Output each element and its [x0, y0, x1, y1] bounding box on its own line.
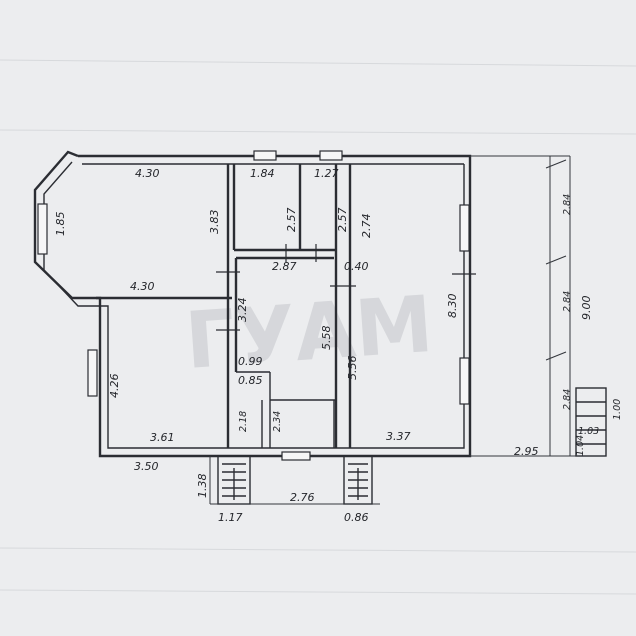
dim-bay: 1.85: [54, 212, 67, 237]
dim-closet2-top: 1.27: [314, 167, 339, 180]
door-marks: [216, 244, 476, 331]
dim-porch-w2: 0.86: [344, 511, 369, 524]
dim-room1-top: 4.30: [135, 167, 160, 180]
dim-room1-bottom: 4.30: [130, 280, 155, 293]
dim-hall-height: 5.58: [320, 326, 333, 351]
dim-ext-right: 2.95: [514, 445, 539, 458]
dim-stair-small: 1.04: [575, 435, 586, 456]
dim-side1: 2.84: [562, 194, 573, 215]
dim-side3: 2.84: [562, 389, 573, 410]
dim-small-top: 0.99: [238, 355, 263, 368]
dim-room2-bottom: 3.61: [150, 431, 175, 444]
dim-porch-depth: 1.38: [196, 474, 209, 499]
dim-big-room-side-top: 2.74: [360, 214, 373, 239]
dim-small-h2: 2.34: [272, 411, 283, 432]
windows: [37, 150, 470, 461]
dim-big-room-bottom: 3.37: [386, 430, 411, 443]
paper-lines: [0, 59, 636, 595]
porch-left: [217, 455, 251, 505]
dim-small-h1: 2.18: [238, 411, 249, 432]
dim-porch-w1: 1.17: [218, 511, 243, 524]
exterior-dims: [470, 155, 607, 457]
dim-side2: 2.84: [562, 291, 573, 312]
watermark: ГУАМ: [182, 280, 436, 387]
dimension-labels: 4.30 4.30 3.83 1.85 1.84 2.57 1.27 2.57 …: [54, 167, 623, 524]
dim-room2-side: 4.26: [108, 374, 121, 399]
dim-closet2-side: 2.57: [336, 208, 349, 233]
dim-stair-w: 1.03: [578, 426, 599, 437]
dim-porch-mid: 2.76: [290, 491, 315, 504]
dim-wall-gap: 0.40: [344, 260, 369, 273]
dim-total-left: 3.50: [134, 460, 159, 473]
dim-small-w: 0.85: [238, 374, 263, 387]
dim-stair-h: 1.00: [612, 399, 623, 420]
porch-right: [343, 455, 373, 505]
inner-walls: [96, 164, 352, 448]
dim-hall-side-left: 3.24: [236, 298, 249, 323]
dim-big-room-lower-side: 5.56: [346, 356, 359, 381]
dim-closet1-side: 2.57: [285, 208, 298, 233]
dim-total-height: 9.00: [580, 296, 593, 321]
dim-room1-side: 3.83: [208, 210, 221, 235]
dim-hall-width: 2.87: [272, 260, 297, 273]
dim-big-room-height: 8.30: [446, 294, 459, 319]
dim-closet1-top: 1.84: [250, 167, 275, 180]
